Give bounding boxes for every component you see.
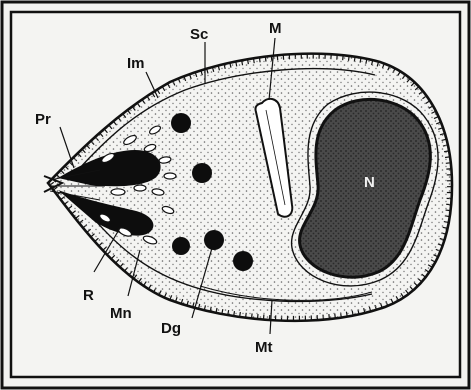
label-mn: Mn	[110, 305, 132, 322]
label-r: R	[83, 287, 94, 304]
label-im: Im	[127, 55, 145, 72]
label-pr: Pr	[35, 111, 51, 128]
label-m: M	[269, 20, 282, 37]
label-dg: Dg	[161, 320, 181, 337]
label-n: N	[364, 174, 375, 191]
label-mt: Mt	[255, 339, 273, 356]
label-sc: Sc	[190, 26, 208, 43]
